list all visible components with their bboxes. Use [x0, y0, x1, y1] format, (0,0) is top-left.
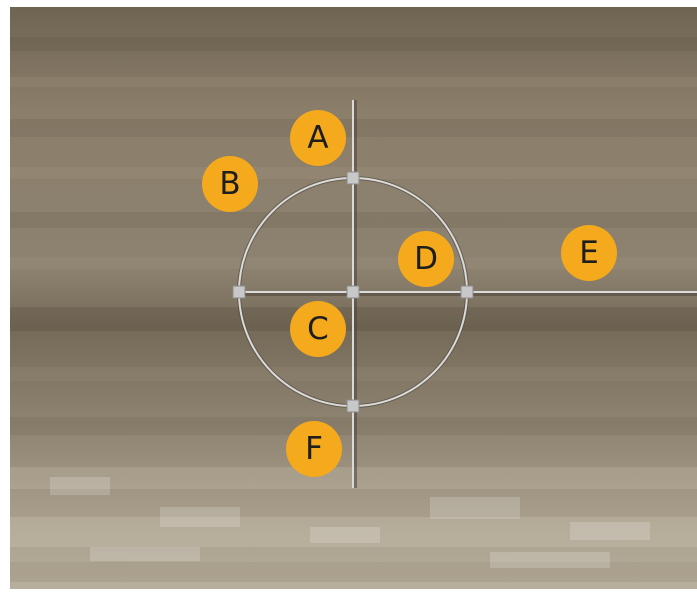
center-handle[interactable] [346, 285, 360, 299]
right-handle[interactable] [460, 285, 474, 299]
callout-badge-f: F [286, 421, 342, 477]
bottom-handle[interactable] [346, 399, 360, 413]
top-handle[interactable] [346, 171, 360, 185]
callout-badge-b: B [202, 156, 258, 212]
left-handle[interactable] [232, 285, 246, 299]
callout-badge-d: D [398, 231, 454, 287]
callout-badge-e: E [561, 225, 617, 281]
callout-badge-c: C [290, 301, 346, 357]
callout-badge-a: A [290, 110, 346, 166]
